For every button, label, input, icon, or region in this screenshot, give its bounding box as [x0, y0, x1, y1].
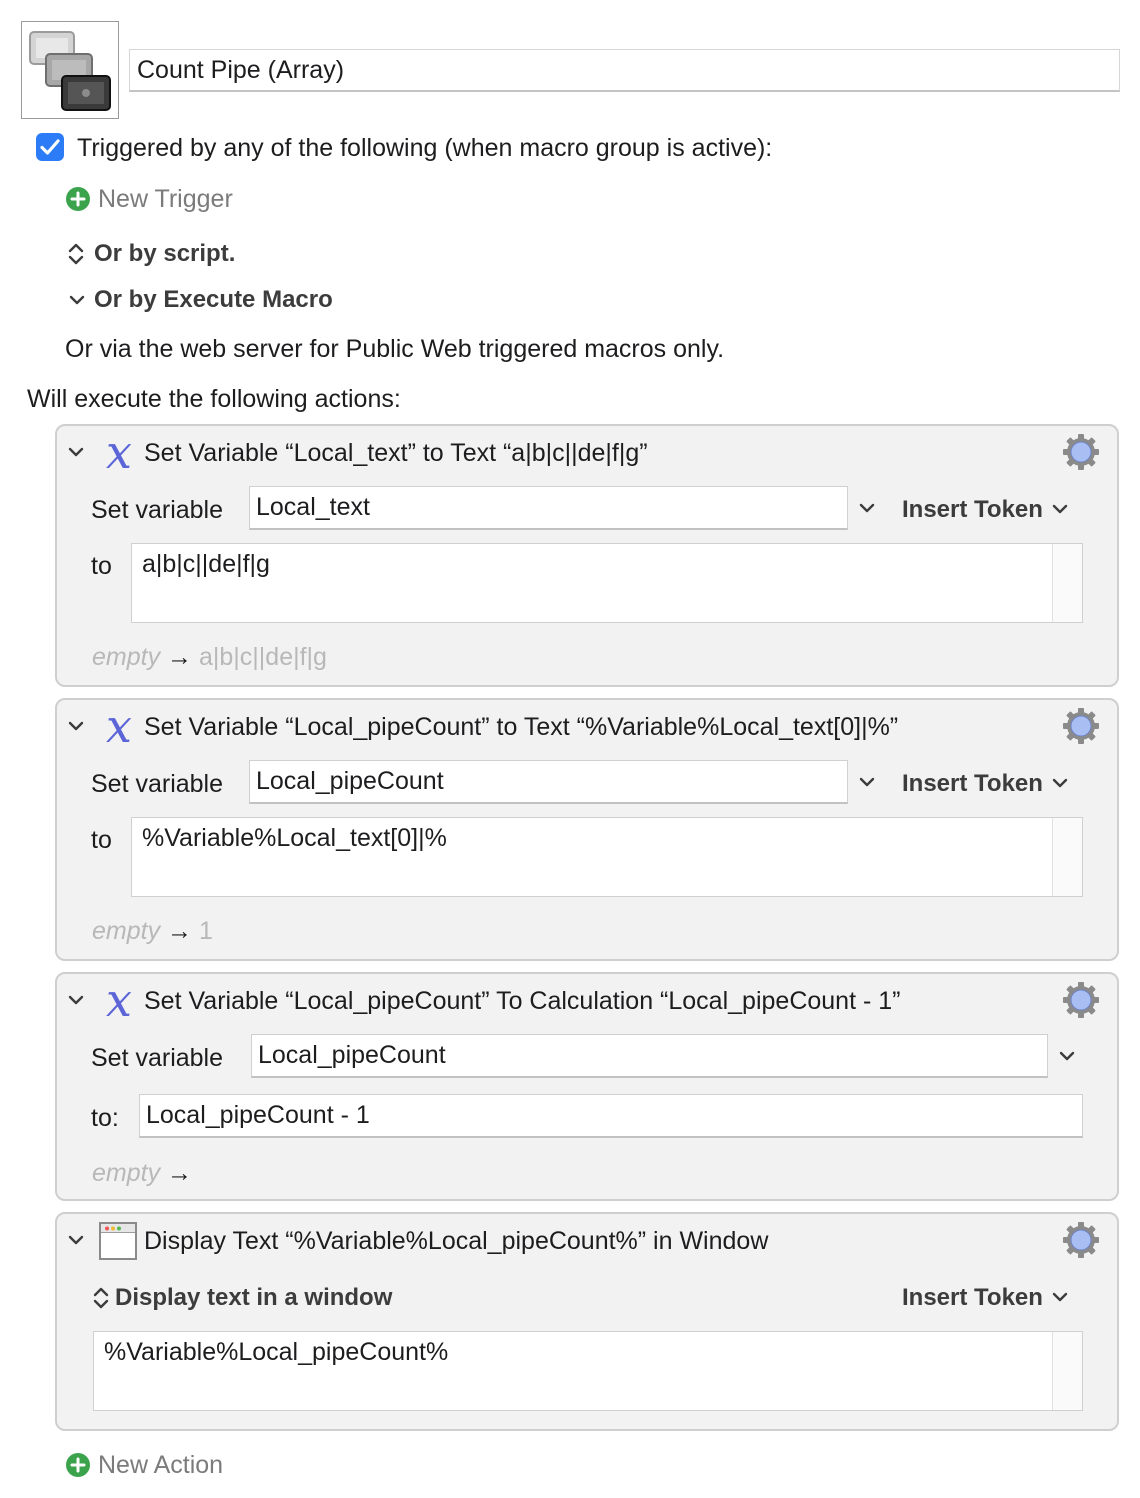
text-value: %Variable%Local_text[0]|% — [142, 824, 447, 852]
text-value-area[interactable]: %Variable%Local_text[0]|% — [131, 817, 1083, 897]
display-mode-menu[interactable]: Display text in a window — [115, 1284, 393, 1311]
gear-icon[interactable] — [1061, 1220, 1101, 1260]
action-card-display-text[interactable]: Display Text “%Variable%Local_pipeCount%… — [55, 1212, 1119, 1431]
display-window-icon — [99, 1222, 137, 1260]
insert-token-menu[interactable]: Insert Token — [902, 492, 1070, 528]
add-circle-icon[interactable] — [66, 1453, 90, 1477]
chevron-down-icon[interactable] — [1057, 1048, 1077, 1069]
variable-x-icon: 𝑥 — [106, 699, 132, 753]
insert-token-label: Insert Token — [902, 496, 1043, 523]
scrollbar[interactable] — [1052, 818, 1082, 896]
chevron-down-icon[interactable] — [67, 292, 87, 313]
insert-token-menu[interactable]: Insert Token — [902, 1280, 1070, 1316]
or-by-execute-macro-toggle[interactable]: Or by Execute Macro — [94, 286, 333, 313]
insert-token-label: Insert Token — [902, 1284, 1043, 1311]
actions-header: Will execute the following actions: — [27, 385, 401, 413]
action-card-set-variable-1[interactable]: 𝑥 Set Variable “Local_text” to Text “a|b… — [55, 424, 1119, 687]
display-text-area[interactable]: %Variable%Local_pipeCount% — [93, 1331, 1083, 1411]
chevron-down-icon[interactable] — [66, 992, 86, 1013]
chevron-down-icon — [1052, 778, 1067, 788]
new-trigger-button[interactable]: New Trigger — [98, 185, 233, 213]
action-title: Display Text “%Variable%Local_pipeCount%… — [144, 1227, 769, 1255]
result-preview: empty → — [92, 1159, 193, 1187]
to-label: to: — [91, 1104, 119, 1132]
action-card-set-variable-2[interactable]: 𝑥 Set Variable “Local_pipeCount” to Text… — [55, 698, 1119, 961]
new-action-button[interactable]: New Action — [98, 1451, 224, 1479]
variable-x-icon: 𝑥 — [106, 425, 132, 479]
result-preview: empty → a|b|c||de|f|g — [92, 643, 327, 671]
variable-x-icon: 𝑥 — [106, 973, 132, 1027]
checkmark-icon — [40, 139, 60, 155]
gear-icon[interactable] — [1061, 706, 1101, 746]
chevron-down-icon[interactable] — [66, 718, 86, 739]
set-variable-label: Set variable — [91, 770, 224, 798]
insert-token-menu[interactable]: Insert Token — [902, 766, 1070, 802]
action-title: Set Variable “Local_text” to Text “a|b|c… — [144, 439, 648, 467]
variable-name-field[interactable]: Local_pipeCount — [249, 760, 848, 804]
text-value: a|b|c||de|f|g — [142, 550, 270, 578]
action-title: Set Variable “Local_pipeCount” to Text “… — [144, 713, 899, 741]
calculation-field[interactable]: Local_pipeCount - 1 — [139, 1094, 1083, 1138]
trigger-enabled-checkbox[interactable] — [36, 133, 64, 161]
display-text-value: %Variable%Local_pipeCount% — [104, 1338, 449, 1366]
gear-icon[interactable] — [1061, 980, 1101, 1020]
result-preview: empty → 1 — [92, 917, 213, 945]
action-card-set-variable-calculation[interactable]: 𝑥 Set Variable “Local_pipeCount” To Calc… — [55, 972, 1119, 1201]
variable-name-field[interactable]: Local_text — [249, 486, 848, 530]
text-value-area[interactable]: a|b|c||de|f|g — [131, 543, 1083, 623]
chevron-down-icon[interactable] — [857, 500, 877, 521]
set-variable-label: Set variable — [91, 496, 224, 524]
web-server-text: Or via the web server for Public Web tri… — [65, 335, 725, 363]
chevron-down-icon[interactable] — [66, 1232, 86, 1253]
chevron-down-icon — [1052, 1292, 1067, 1302]
trigger-label: Triggered by any of the following (when … — [77, 134, 773, 162]
set-variable-label: Set variable — [91, 1044, 224, 1072]
chevron-down-icon[interactable] — [857, 774, 877, 795]
to-label: to — [91, 826, 112, 854]
macro-icon[interactable] — [21, 21, 119, 119]
chevron-down-icon — [1052, 504, 1067, 514]
action-title: Set Variable “Local_pipeCount” To Calcul… — [144, 987, 901, 1015]
macro-name-field[interactable]: Count Pipe (Array) — [129, 49, 1120, 92]
gear-icon[interactable] — [1061, 432, 1101, 472]
add-circle-icon[interactable] — [66, 187, 90, 211]
chevron-down-icon[interactable] — [66, 444, 86, 465]
scrollbar[interactable] — [1052, 544, 1082, 622]
updown-chevron-icon[interactable] — [91, 1284, 111, 1317]
scrollbar[interactable] — [1052, 1332, 1082, 1410]
stacked-windows-icon — [29, 31, 111, 111]
insert-token-label: Insert Token — [902, 770, 1043, 797]
variable-name-field[interactable]: Local_pipeCount — [251, 1034, 1048, 1078]
updown-chevron-icon[interactable] — [66, 240, 86, 273]
to-label: to — [91, 552, 112, 580]
or-by-script-toggle[interactable]: Or by script. — [94, 240, 236, 267]
